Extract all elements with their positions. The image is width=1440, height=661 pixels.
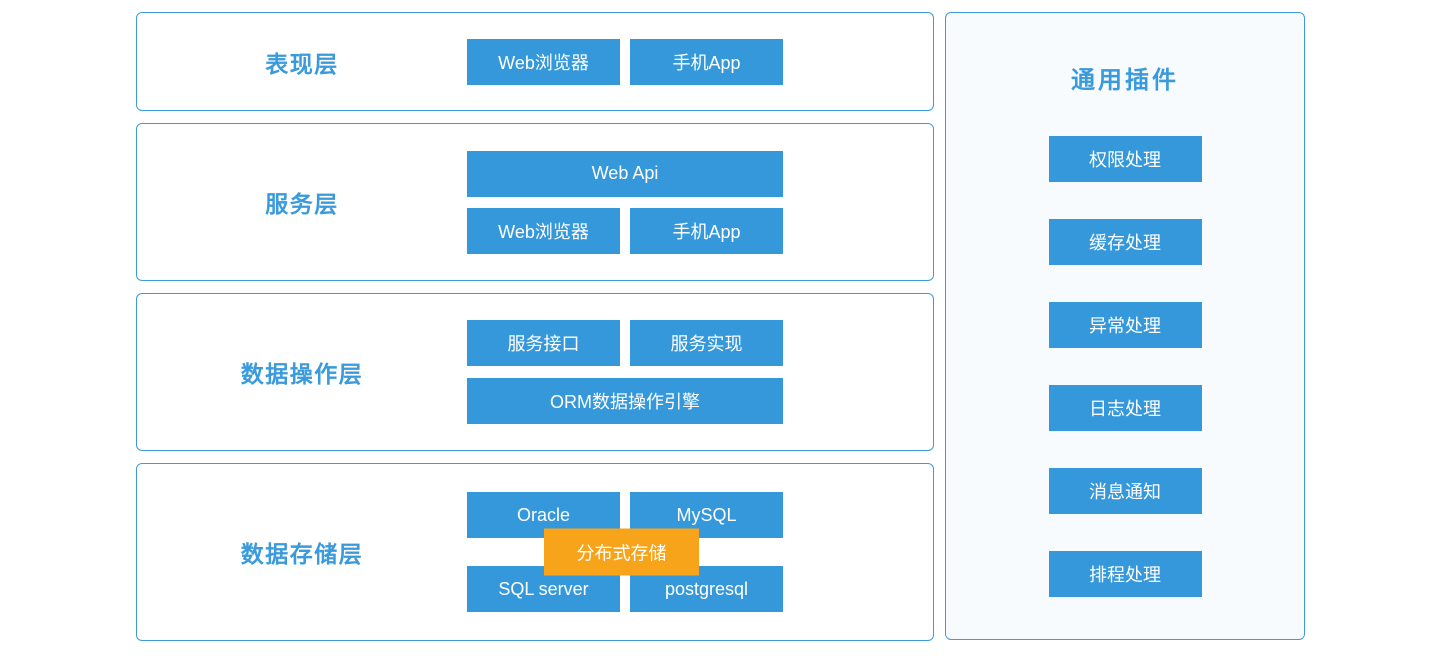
layer-label-data-operation: 数据操作层	[240, 361, 364, 387]
plugin-block-cache: 缓存处理	[1048, 219, 1202, 265]
module-group-presentation: Web浏览器 手机App	[467, 38, 783, 85]
layer-panel-service: 服务层 Web Api Web浏览器 手机App	[136, 123, 934, 281]
module-block-orm-engine: ORM数据操作引擎	[467, 378, 783, 424]
plugin-block-permission: 权限处理	[1048, 136, 1202, 182]
module-block-mobile-app: 手机App	[630, 38, 783, 85]
plugin-block-notification: 消息通知	[1048, 468, 1202, 514]
module-block-web-browser: Web浏览器	[467, 207, 620, 254]
module-block-postgresql: postgresql	[630, 566, 783, 612]
layer-label-data-storage: 数据存储层	[240, 541, 364, 567]
plugin-block-logging: 日志处理	[1048, 385, 1202, 431]
module-block-service-interface: 服务接口	[467, 320, 620, 366]
module-block-web-browser: Web浏览器	[467, 38, 620, 85]
layer-panel-data-storage: 数据存储层 Oracle MySQL SQL server postgresql…	[136, 463, 934, 641]
plugins-panel: 通用插件 权限处理 缓存处理 异常处理 日志处理 消息通知 排程处理	[945, 12, 1305, 640]
layer-panel-presentation: 表现层 Web浏览器 手机App	[136, 12, 934, 111]
layer-label-service: 服务层	[265, 191, 339, 217]
plugins-list: 权限处理 缓存处理 异常处理 日志处理 消息通知 排程处理	[946, 136, 1304, 597]
module-group-service: Web Api Web浏览器 手机App	[467, 150, 783, 254]
module-block-web-api: Web Api	[467, 150, 783, 197]
module-group-data-storage: Oracle MySQL SQL server postgresql 分布式存储	[467, 492, 783, 612]
module-block-sql-server: SQL server	[467, 566, 620, 612]
module-block-service-implementation: 服务实现	[630, 320, 783, 366]
layer-panel-data-operation: 数据操作层 服务接口 服务实现 ORM数据操作引擎	[136, 293, 934, 451]
module-block-distributed-storage: 分布式存储	[544, 528, 699, 576]
module-block-mobile-app: 手机App	[630, 207, 783, 254]
plugin-block-exception: 异常处理	[1048, 302, 1202, 348]
plugin-block-scheduling: 排程处理	[1048, 551, 1202, 597]
module-block-oracle: Oracle	[467, 492, 620, 538]
module-group-data-operation: 服务接口 服务实现 ORM数据操作引擎	[467, 320, 783, 424]
layer-label-presentation: 表现层	[265, 50, 339, 77]
plugins-panel-title: 通用插件	[1071, 67, 1179, 94]
